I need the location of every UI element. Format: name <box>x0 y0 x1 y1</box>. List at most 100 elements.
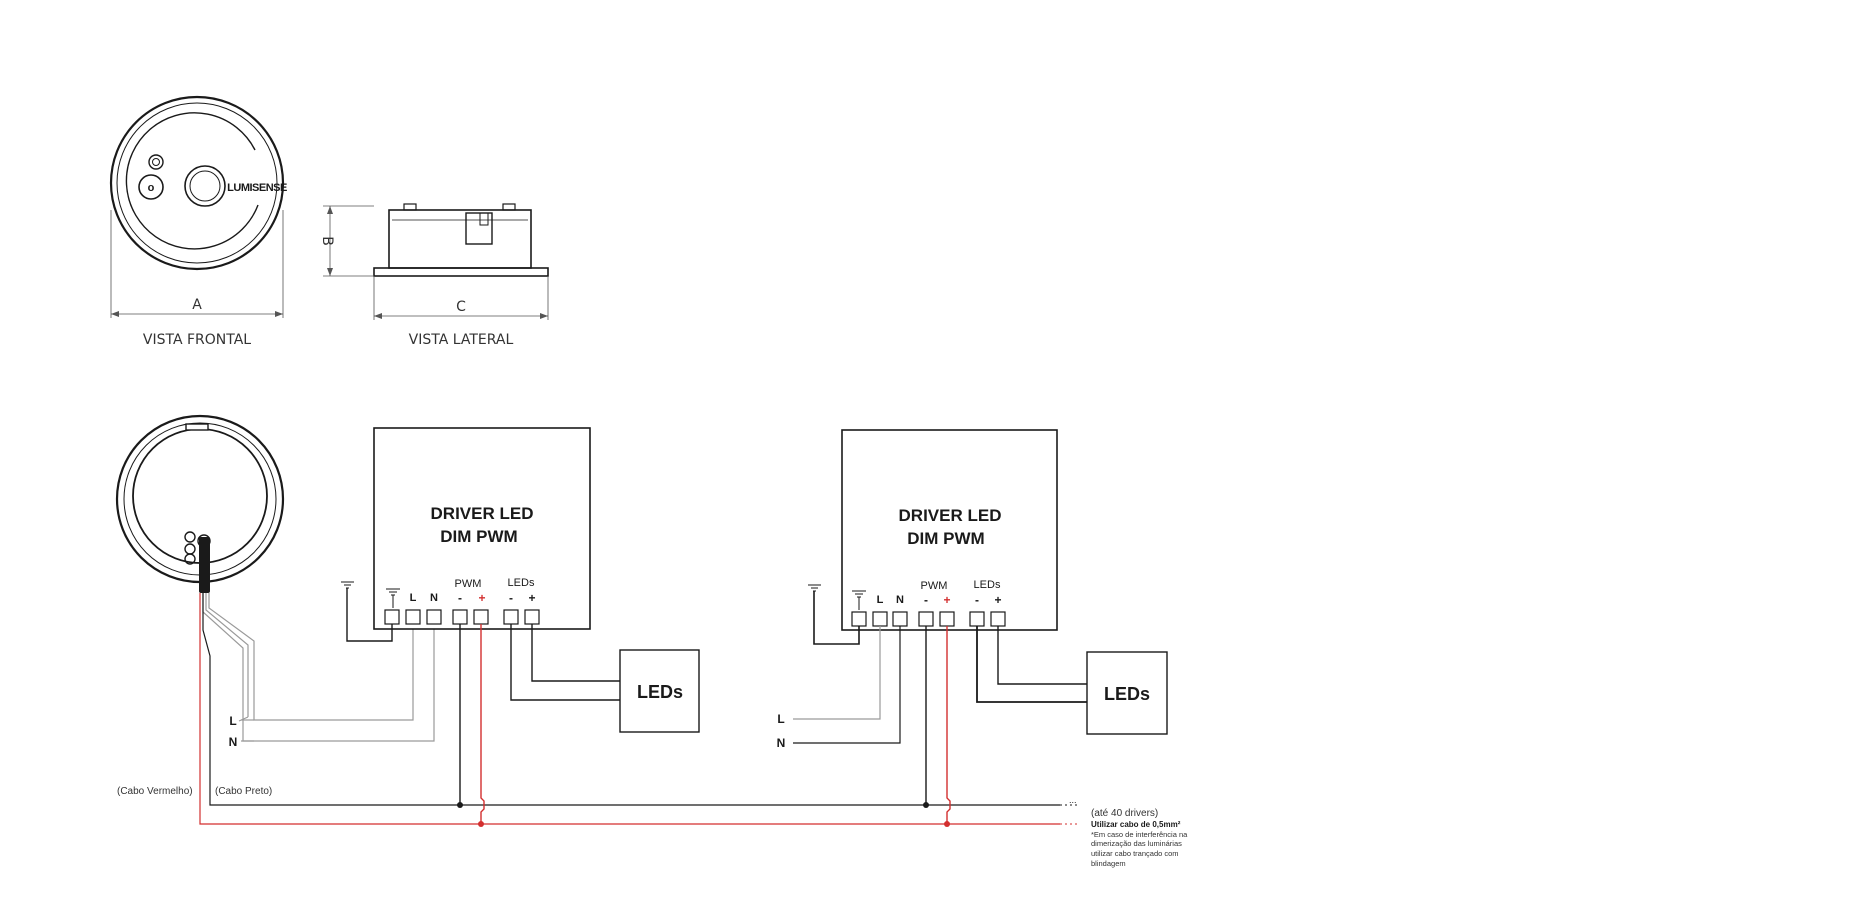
side-flange <box>373 267 549 277</box>
sensor-back-view <box>115 414 285 593</box>
driver-2-title-2: DIM PWM <box>907 529 984 548</box>
driver-1-terminal-leds-minus <box>503 609 519 625</box>
leds-box-1 <box>619 649 700 733</box>
mains2-n-label: N <box>777 736 786 750</box>
driver-2-term-l: L <box>877 594 884 606</box>
ground-1-icon <box>341 581 354 589</box>
wire-leds-2-plus <box>997 626 1087 685</box>
driver-2-terminal-leds-minus <box>969 611 985 627</box>
front-view: o LUMISENSE A VISTA FRONTAL <box>109 95 287 348</box>
leds-box-2 <box>1086 651 1168 735</box>
leds-box-1-label: LEDs <box>637 682 683 702</box>
side-tab-right <box>502 203 516 211</box>
leds-box-2-label: LEDs <box>1104 684 1150 704</box>
driver-1-term-n: N <box>430 592 438 604</box>
bus-ellipsis: ... <box>1069 795 1077 805</box>
driver-2-leds-plus: + <box>994 593 1001 607</box>
driver-2-terminal-leds-plus <box>990 611 1006 627</box>
light-sensor <box>138 174 164 200</box>
driver-1-pwm-minus: - <box>458 591 462 605</box>
note-interference-3: utilizar cabo trançado com <box>1091 849 1179 858</box>
note-max-drivers: (até 40 drivers) <box>1091 808 1158 819</box>
driver-2-leds-label: LEDs <box>974 579 1001 591</box>
dim-a-arrow-right <box>275 311 283 317</box>
wire-ground-2 <box>813 591 860 645</box>
bus-black-node-1 <box>457 802 463 808</box>
sensor-terminal-2 <box>184 543 196 555</box>
brand-logo: LUMISENSE <box>227 182 287 194</box>
dim-c-arrow-left <box>374 313 382 319</box>
dim-b-label: B <box>319 236 335 246</box>
driver-2-pwm-plus: + <box>943 593 950 607</box>
bus-red <box>199 593 1060 825</box>
front-inner-ring <box>116 102 278 264</box>
driver-1-terminal-leds-plus <box>524 609 540 625</box>
driver-1-terminal-n <box>426 609 442 625</box>
driver-2-box <box>841 429 1058 631</box>
dim-b-arrow-top <box>327 206 333 214</box>
sensor-cable-boot <box>199 537 210 593</box>
driver-2-leds-minus: - <box>975 593 979 607</box>
driver-1-terminal-pwm-plus <box>473 609 489 625</box>
driver-2-terminal-pwm-plus <box>939 611 955 627</box>
light-sensor-mark: o <box>148 182 155 194</box>
driver-2-title-1: DRIVER LED <box>899 506 1002 525</box>
dim-a-arrow-left <box>111 311 119 317</box>
side-view-label: VISTA LATERAL <box>409 332 514 348</box>
driver-2-terminal-n <box>892 611 908 627</box>
pwm-bus <box>199 593 1060 825</box>
cable-red-label: (Cabo Vermelho) <box>117 786 193 797</box>
dim-b-arrow-bottom <box>327 268 333 276</box>
side-tab-left <box>403 203 417 211</box>
cable-black-label: (Cabo Preto) <box>215 786 272 797</box>
note-cable-spec: Utilizar cabo de 0,5mm² <box>1091 820 1181 829</box>
driver-1-terminal-pwm-minus <box>452 609 468 625</box>
mains2-l-label: L <box>777 712 784 726</box>
dim-a-label: A <box>192 297 202 313</box>
driver-2-pwm-label: PWM <box>921 580 948 592</box>
driver-2-ground-icon <box>852 590 866 610</box>
bus-red-node-1 <box>478 821 484 827</box>
driver-1-pwm-plus: + <box>478 591 485 605</box>
driver-2-terminal-l <box>872 611 888 627</box>
led-indicator-inner <box>152 158 160 166</box>
dim-c-arrow-right <box>540 313 548 319</box>
sensor-lens <box>184 165 226 207</box>
bus-red-driver-2 <box>946 626 951 824</box>
bus-red-driver-1 <box>480 624 485 824</box>
side-clip <box>465 212 493 245</box>
wire-sensor-l-a <box>205 593 249 717</box>
bus-red-node-2 <box>944 821 950 827</box>
driver-1-leds-label: LEDs <box>508 577 535 589</box>
driver-2-terminal-ground <box>851 611 867 627</box>
front-arc <box>125 112 259 250</box>
front-view-label: VISTA FRONTAL <box>143 332 251 348</box>
mains1-l-label: L <box>229 714 236 728</box>
driver-1-term-l: L <box>410 592 417 604</box>
driver-1-leds-minus: - <box>509 591 513 605</box>
driver-1-leds-plus: + <box>528 591 535 605</box>
driver-2-pwm-minus: - <box>924 593 928 607</box>
driver-1-ground-icon <box>386 588 400 608</box>
mains1-n-label: N <box>229 735 238 749</box>
side-clip-top <box>479 212 489 226</box>
wire-mains-2-n <box>793 626 901 744</box>
wire-ground-1 <box>346 588 393 642</box>
wire-mains-2-l <box>793 626 881 720</box>
driver-1-title-1: DRIVER LED <box>431 504 534 523</box>
sensor-terminal-1 <box>184 531 196 543</box>
side-body <box>388 209 532 269</box>
sensor-lens-inner <box>189 170 221 202</box>
note-interference-1: *Em caso de interferência na <box>1091 830 1188 839</box>
wire-leds-2-minus <box>976 626 1087 703</box>
sensor-terminal-3 <box>184 553 196 565</box>
note-interference-4: blindagem <box>1091 859 1126 868</box>
wire-sensor-mains-l <box>238 716 249 722</box>
driver-1-pwm-label: PWM <box>455 578 482 590</box>
note-interference-2: dimerização das luminárias <box>1091 839 1182 848</box>
installation-notes: (até 40 drivers) Utilizar cabo de 0,5mm²… <box>1091 808 1188 868</box>
driver-1: DRIVER LED DIM PWM L N PWM - + LEDs - + <box>373 427 591 630</box>
ground-2-icon <box>808 584 821 592</box>
front-outer-ring <box>109 95 285 271</box>
